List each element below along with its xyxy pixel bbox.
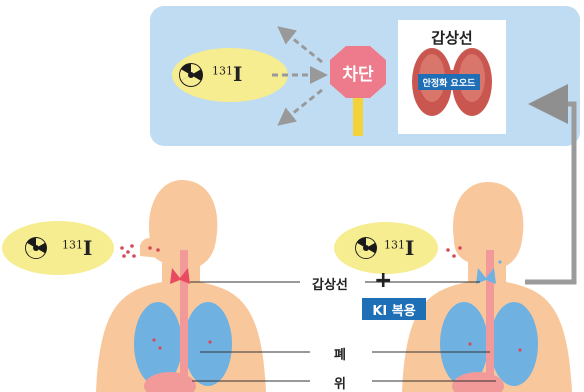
stop-sign-text: 차단 [338, 60, 378, 85]
isotope-label-left: 131I [62, 236, 92, 260]
right-lung-r [490, 302, 538, 386]
plus-sign: + [374, 268, 392, 293]
isotope-bubble-left [2, 221, 114, 275]
radiation-icon [355, 237, 377, 259]
label-stomach: 위 [334, 373, 346, 392]
label-thyroid: 갑상선 [312, 274, 348, 293]
label-lungs: 폐 [334, 344, 346, 363]
thyroid-box-title: 갑상선 [412, 27, 492, 48]
radiation-icon [179, 63, 203, 87]
left-person [96, 180, 266, 392]
isotope-label-right: 131I [384, 236, 414, 260]
stable-iodine-label: 안정화 요오드 [418, 74, 480, 90]
isotope-label-panel: 131I [212, 62, 242, 86]
right-person [402, 182, 572, 392]
ki-intake-badge: KI 복용 [362, 298, 426, 320]
radiation-icon [25, 237, 47, 259]
stop-sign-pole [353, 92, 363, 136]
left-lung-r [184, 302, 232, 386]
